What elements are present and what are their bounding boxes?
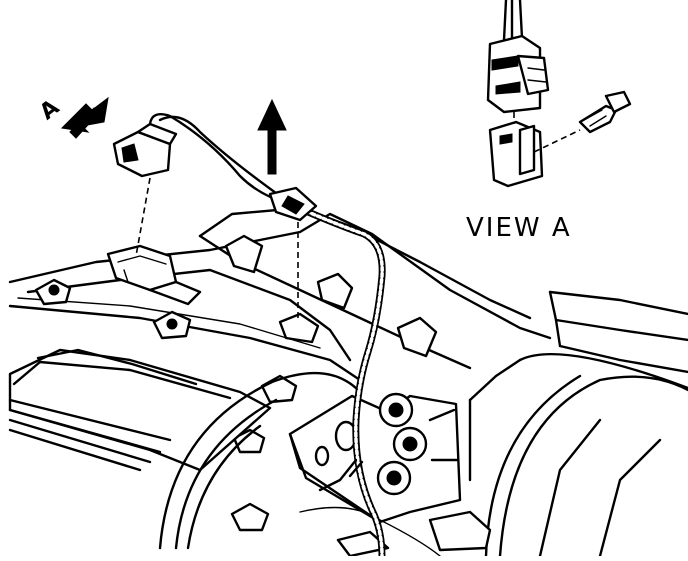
lower-connectors (299, 506, 492, 558)
view-a-label: VIEW A (466, 213, 572, 243)
up-arrow-icon (257, 98, 287, 175)
connector-mount-base (106, 244, 202, 306)
callout-a-label: A (35, 95, 64, 125)
blower-housing (158, 371, 362, 550)
view-a-arrow-icon (60, 96, 109, 139)
air-duct (8, 348, 272, 472)
alignment-line-connector (135, 177, 151, 257)
retaining-clips (34, 278, 298, 532)
mounting-bracket (288, 392, 462, 524)
sensor-connector (112, 122, 178, 178)
wiring-harness (148, 113, 386, 560)
right-panel (468, 290, 688, 558)
view-a-detail (486, 0, 632, 188)
